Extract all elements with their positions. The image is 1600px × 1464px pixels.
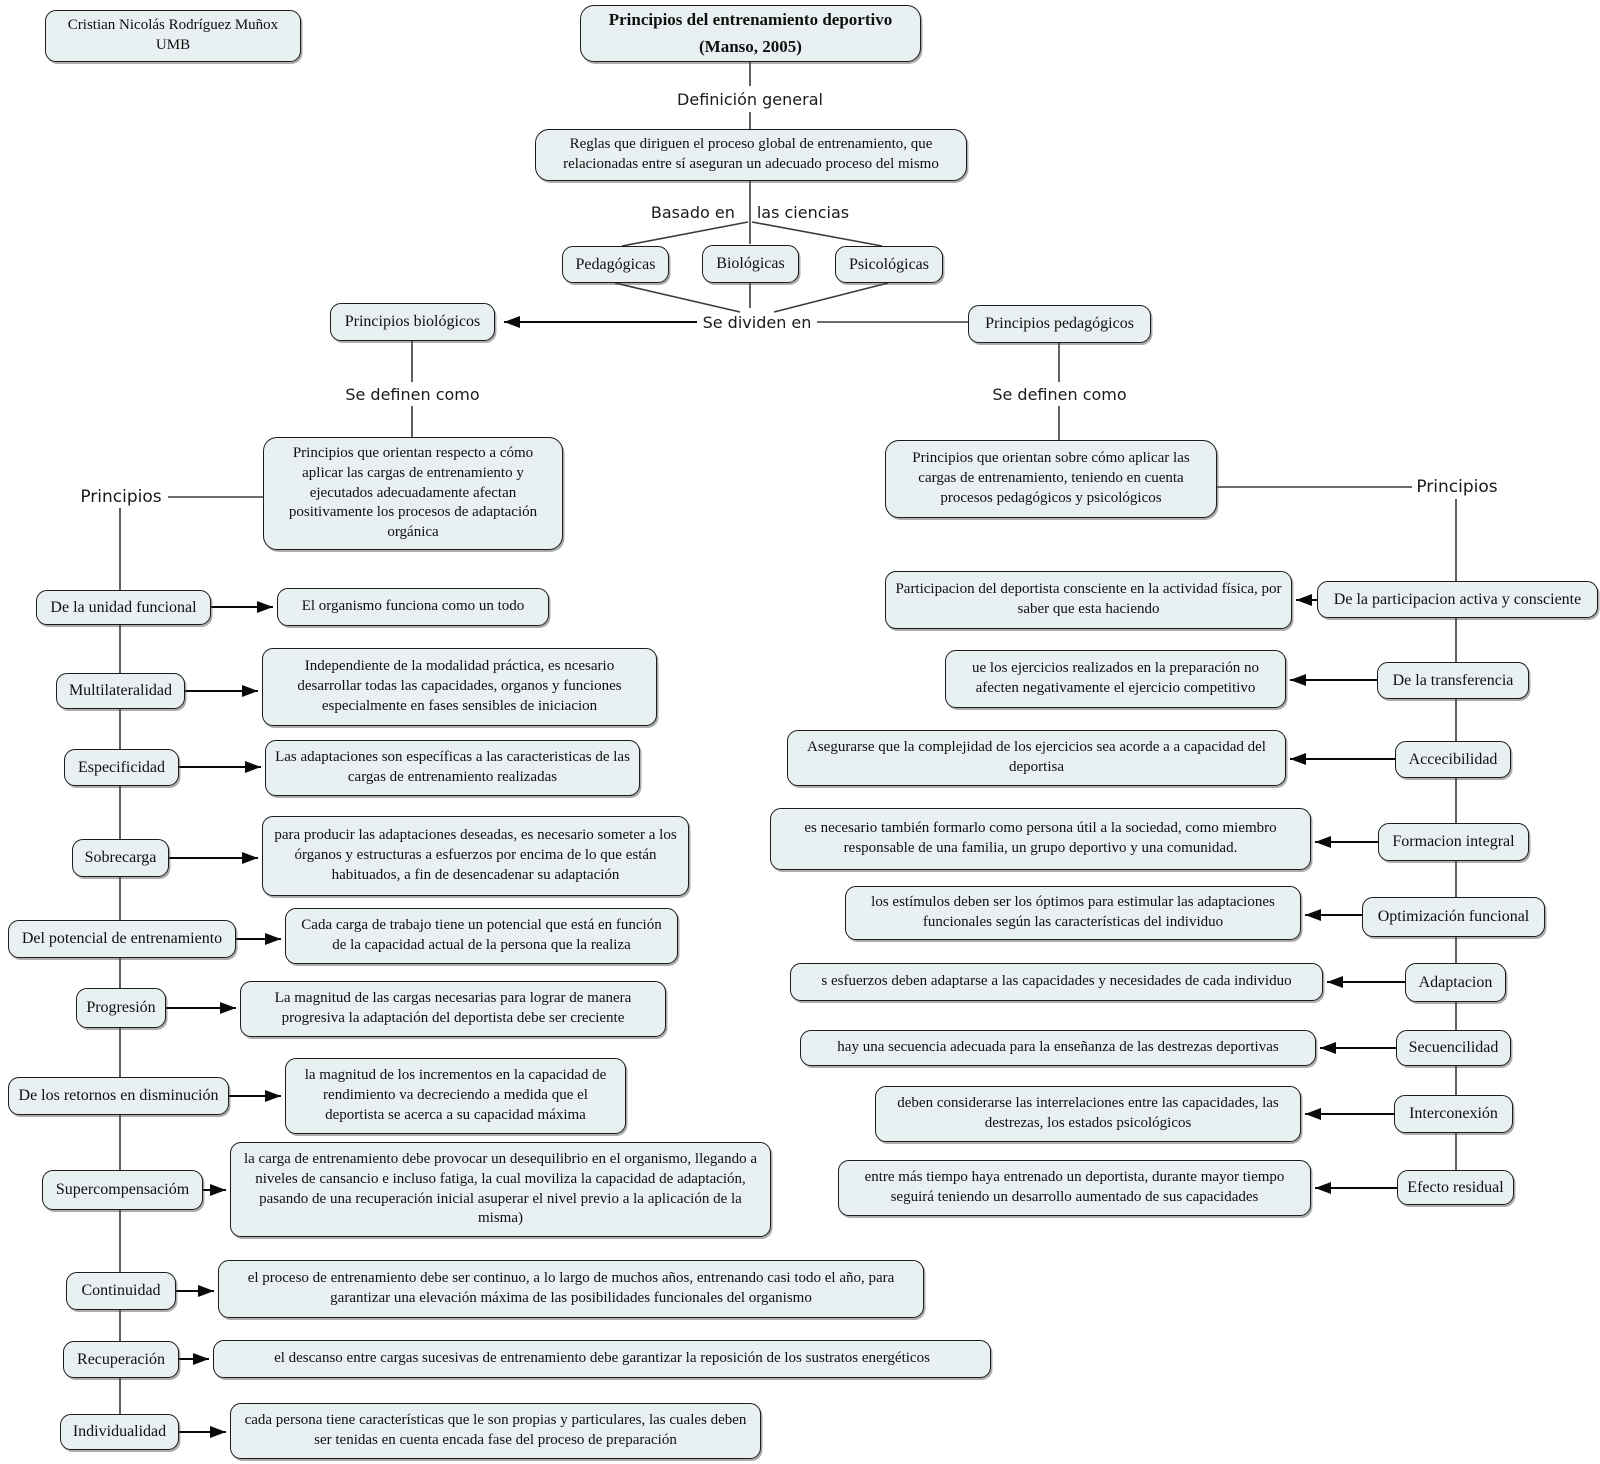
link-basado-en: Basado en: [650, 202, 735, 222]
ped-label-transferencia: De la transferencia: [1377, 662, 1529, 699]
author-org: UMB: [155, 37, 191, 53]
link-principios-izq: Principios: [80, 487, 162, 507]
node-principios-biologicos: Principios biológicos: [330, 303, 495, 341]
bio-desc-individualidad: cada persona tiene características que l…: [230, 1403, 761, 1459]
link-principios-der: Principios: [1416, 477, 1498, 497]
author-box: Cristian Nicolás Rodríguez Muñox UMB: [45, 10, 301, 62]
ped-label-optimizacion-funcional: Optimización funcional: [1362, 897, 1545, 937]
link-se-definen-como-der: Se definen como: [987, 383, 1132, 406]
bio-desc-continuidad: el proceso de entrenamiento debe ser con…: [218, 1260, 924, 1318]
ped-desc-accecibilidad: Asegurarse que la complejidad de los eje…: [787, 730, 1286, 786]
bio-desc-sobrecarga: para producir las adaptaciones deseadas,…: [262, 816, 689, 896]
ped-desc-secuencilidad: hay una secuencia adecuada para la enseñ…: [800, 1030, 1316, 1066]
bio-label-multilateralidad: Multilateralidad: [56, 673, 185, 709]
link-se-definen-como-izq: Se definen como: [340, 383, 485, 406]
ped-label-interconexion: Interconexión: [1394, 1095, 1513, 1133]
node-pedagogicas: Pedagógicas: [562, 246, 669, 283]
node-definicion: Reglas que diriguen el proceso global de…: [535, 129, 967, 181]
ped-desc-adaptacion: s esfuerzos deben adaptarse a las capaci…: [790, 963, 1323, 1001]
bio-label-recuperacion: Recuperación: [63, 1341, 179, 1378]
ped-label-efecto-residual: Efecto residual: [1397, 1170, 1514, 1205]
bio-label-continuidad: Continuidad: [66, 1272, 176, 1310]
node-psicologicas: Psicológicas: [835, 246, 943, 283]
author-name: Cristian Nicolás Rodríguez Muñox: [67, 17, 279, 34]
node-definicion-biologicos: Principios que orientan respecto a cómo …: [263, 437, 563, 550]
link-basado-en-las-ciencias: Basado en las ciencias: [600, 199, 900, 225]
link-se-dividen-en: Se dividen en: [702, 312, 812, 332]
ped-desc-optimizacion-funcional: los estímulos deben ser los óptimos para…: [845, 886, 1301, 940]
ped-label-adaptacion: Adaptacion: [1405, 963, 1506, 1002]
bio-desc-potencial-entrenamiento: Cada carga de trabajo tiene un potencial…: [285, 908, 678, 964]
bio-label-individualidad: Individualidad: [60, 1414, 179, 1450]
bio-desc-multilateralidad: Independiente de la modalidad práctica, …: [262, 648, 657, 726]
ped-desc-participacion: Participacion del deportista consciente …: [885, 571, 1292, 629]
bio-label-especificidad: Especificidad: [64, 749, 179, 786]
link-las-ciencias: las ciencias: [756, 202, 850, 222]
bio-desc-progresion: La magnitud de las cargas necesarias par…: [240, 981, 666, 1037]
map-title-node: Principios del entrenamiento deportivo (…: [580, 5, 921, 62]
ped-label-accecibilidad: Accecibilidad: [1395, 741, 1511, 778]
ped-desc-interconexion: deben considerarse las interrelaciones e…: [875, 1086, 1301, 1142]
node-principios-pedagogicos: Principios pedagógicos: [968, 305, 1151, 343]
ped-label-formacion-integral: Formacion integral: [1378, 823, 1529, 861]
map-title-line1: Principios del entrenamiento deportivo: [608, 10, 893, 30]
ped-desc-efecto-residual: entre más tiempo haya entrenado un depor…: [838, 1160, 1311, 1216]
bio-label-progresion: Progresión: [76, 988, 166, 1028]
bio-desc-especificidad: Las adaptaciones son específicas a las c…: [265, 740, 640, 796]
link-definicion-general: Definición general: [662, 86, 838, 112]
ped-label-participacion: De la participacion activa y consciente: [1317, 581, 1598, 618]
node-definicion-pedagogicos: Principios que orientan sobre cómo aplic…: [885, 440, 1217, 518]
bio-label-sobrecarga: Sobrecarga: [72, 839, 169, 877]
ped-label-secuencilidad: Secuencilidad: [1396, 1030, 1511, 1066]
map-title-line2: (Manso, 2005): [699, 36, 802, 56]
bio-desc-recuperacion: el descanso entre cargas sucesivas de en…: [213, 1340, 991, 1378]
bio-desc-unidad-funcional: El organismo funciona como un todo: [277, 588, 549, 626]
node-biologicas: Biológicas: [702, 245, 799, 283]
bio-desc-retornos-disminucion: la magnitud de los incrementos en la cap…: [285, 1058, 626, 1134]
bio-desc-supercompensacion: la carga de entrenamiento debe provocar …: [230, 1142, 771, 1237]
bio-label-supercompensacion: Supercompensacióm: [42, 1170, 203, 1210]
bio-label-unidad-funcional: De la unidad funcional: [36, 590, 211, 625]
bio-label-potencial-entrenamiento: Del potencial de entrenamiento: [8, 920, 236, 958]
ped-desc-transferencia: ue los ejercicios realizados en la prepa…: [945, 650, 1286, 708]
ped-desc-formacion-integral: es necesario también formarlo como perso…: [770, 808, 1311, 870]
bio-label-retornos-disminucion: De los retornos en disminución: [8, 1077, 229, 1115]
